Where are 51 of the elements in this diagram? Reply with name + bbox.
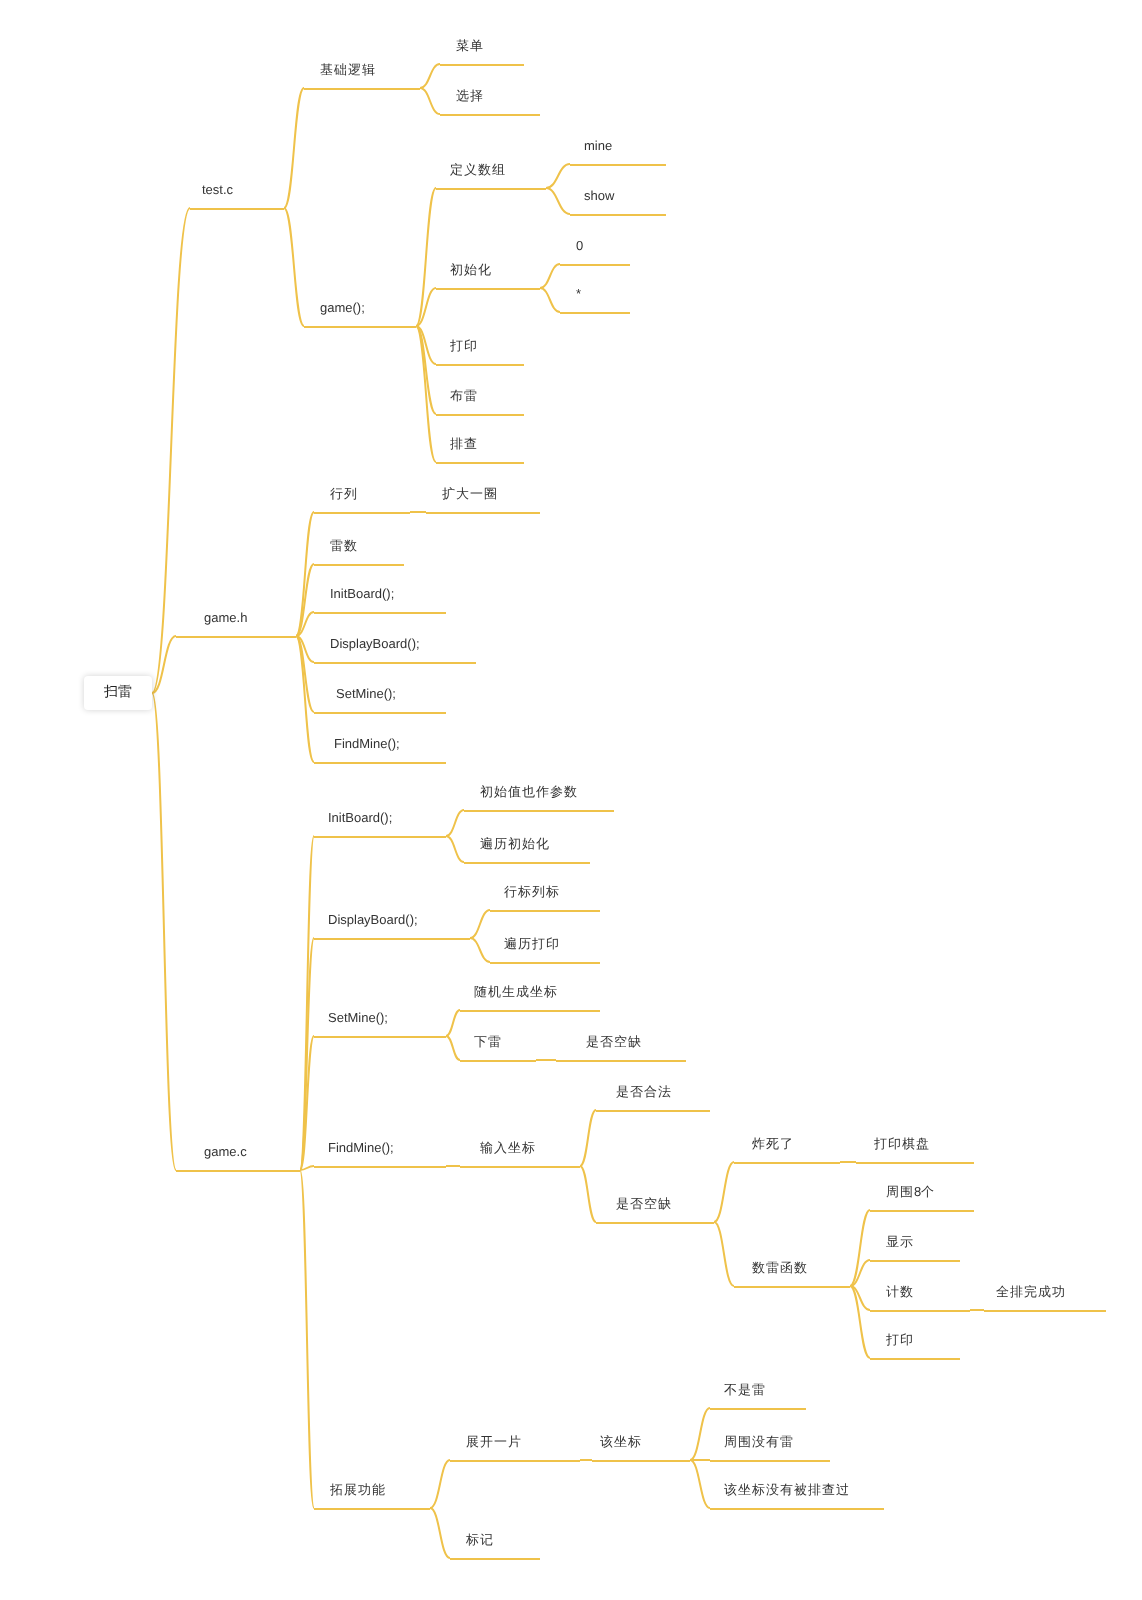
branch-line — [299, 1035, 315, 1171]
branch-line — [535, 1059, 557, 1061]
branch-line — [295, 635, 315, 763]
branch-line — [151, 635, 177, 694]
branch-line — [545, 163, 571, 189]
branch-line — [295, 635, 315, 713]
branch-line — [849, 1259, 871, 1287]
branch-line — [579, 1459, 593, 1461]
branch-line — [409, 511, 427, 513]
branch-line — [151, 692, 177, 1171]
branch-line — [713, 1161, 735, 1223]
branch-line — [299, 1169, 315, 1509]
branch-line — [415, 287, 437, 327]
branch-line — [299, 1165, 315, 1171]
branch-line — [579, 1165, 597, 1223]
branch-line — [415, 325, 437, 365]
branch-line — [283, 87, 305, 209]
branch-line — [689, 1459, 711, 1461]
branch-line — [969, 1309, 985, 1311]
branch-line — [283, 207, 305, 327]
branch-line — [151, 207, 191, 694]
branch-line — [539, 263, 561, 289]
branch-line — [689, 1459, 711, 1509]
branch-line — [299, 835, 315, 1171]
branch-line — [295, 511, 315, 637]
branch-line — [295, 635, 315, 663]
branch-line — [469, 909, 491, 939]
branch-line — [849, 1285, 871, 1359]
branch-line — [469, 937, 491, 963]
branch-line — [849, 1209, 871, 1287]
branch-line — [839, 1161, 857, 1163]
branch-line — [295, 563, 315, 637]
branch-line — [295, 611, 315, 637]
branch-line — [849, 1285, 871, 1311]
branch-line — [713, 1221, 735, 1287]
branch-line — [415, 325, 437, 415]
branch-line — [545, 187, 571, 215]
branch-line — [539, 287, 561, 313]
branch-line — [419, 87, 441, 115]
branch-line — [689, 1407, 711, 1461]
branch-line — [445, 835, 465, 863]
branch-line — [579, 1109, 597, 1167]
branch-line — [445, 1009, 461, 1037]
branch-line — [429, 1459, 451, 1509]
branch-line — [419, 63, 441, 89]
branch-line — [429, 1507, 451, 1559]
branch-line — [445, 1165, 461, 1167]
branch-line — [445, 809, 465, 837]
branch-line — [445, 1035, 461, 1061]
branch-line — [415, 187, 437, 327]
branch-line — [415, 325, 437, 463]
